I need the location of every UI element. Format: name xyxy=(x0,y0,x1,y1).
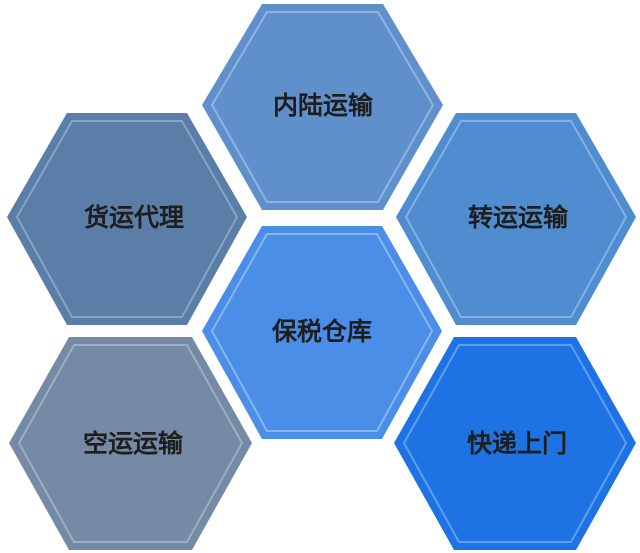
hexagon-freight-forwarding-shape xyxy=(7,113,247,325)
hexagon-transfer-transport-label: 转运运输 xyxy=(468,203,569,232)
hexagon-express-delivery-border xyxy=(402,344,628,543)
hexagon-air-transport-shape xyxy=(9,337,252,550)
hexagon-freight-forwarding-label: 货运代理 xyxy=(84,203,184,232)
hexagon-transfer-transport: 转运运输 xyxy=(396,113,636,325)
hexagon-bonded-warehouse-shape xyxy=(202,226,442,439)
hexagon-transfer-transport-border xyxy=(404,120,628,318)
hexagon-transfer-transport-shape xyxy=(396,113,636,325)
hexagon-bonded-warehouse-border xyxy=(210,233,434,432)
hexagon-air-transport-border xyxy=(17,344,244,543)
hexagon-inland-transport-label: 内陆运输 xyxy=(273,91,374,120)
hexagon-bonded-warehouse: 保税仓库 xyxy=(202,226,442,439)
hexagon-freight-forwarding-border xyxy=(15,120,239,318)
hexagon-express-delivery: 快递上门 xyxy=(394,337,636,550)
hexagon-air-transport-label: 空运运输 xyxy=(83,429,184,458)
hexagon-express-delivery-shape xyxy=(394,337,636,550)
hexagon-bonded-warehouse-label: 保税仓库 xyxy=(271,317,372,346)
hexagon-express-delivery-label: 快递上门 xyxy=(467,429,567,458)
hexagon-freight-forwarding: 货运代理 xyxy=(7,113,247,325)
hexagon-inland-transport-border xyxy=(210,11,435,203)
hexagon-air-transport: 空运运输 xyxy=(9,337,252,550)
hexagon-inland-transport: 内陆运输 xyxy=(202,4,443,210)
hexagon-inland-transport-shape xyxy=(202,4,443,210)
